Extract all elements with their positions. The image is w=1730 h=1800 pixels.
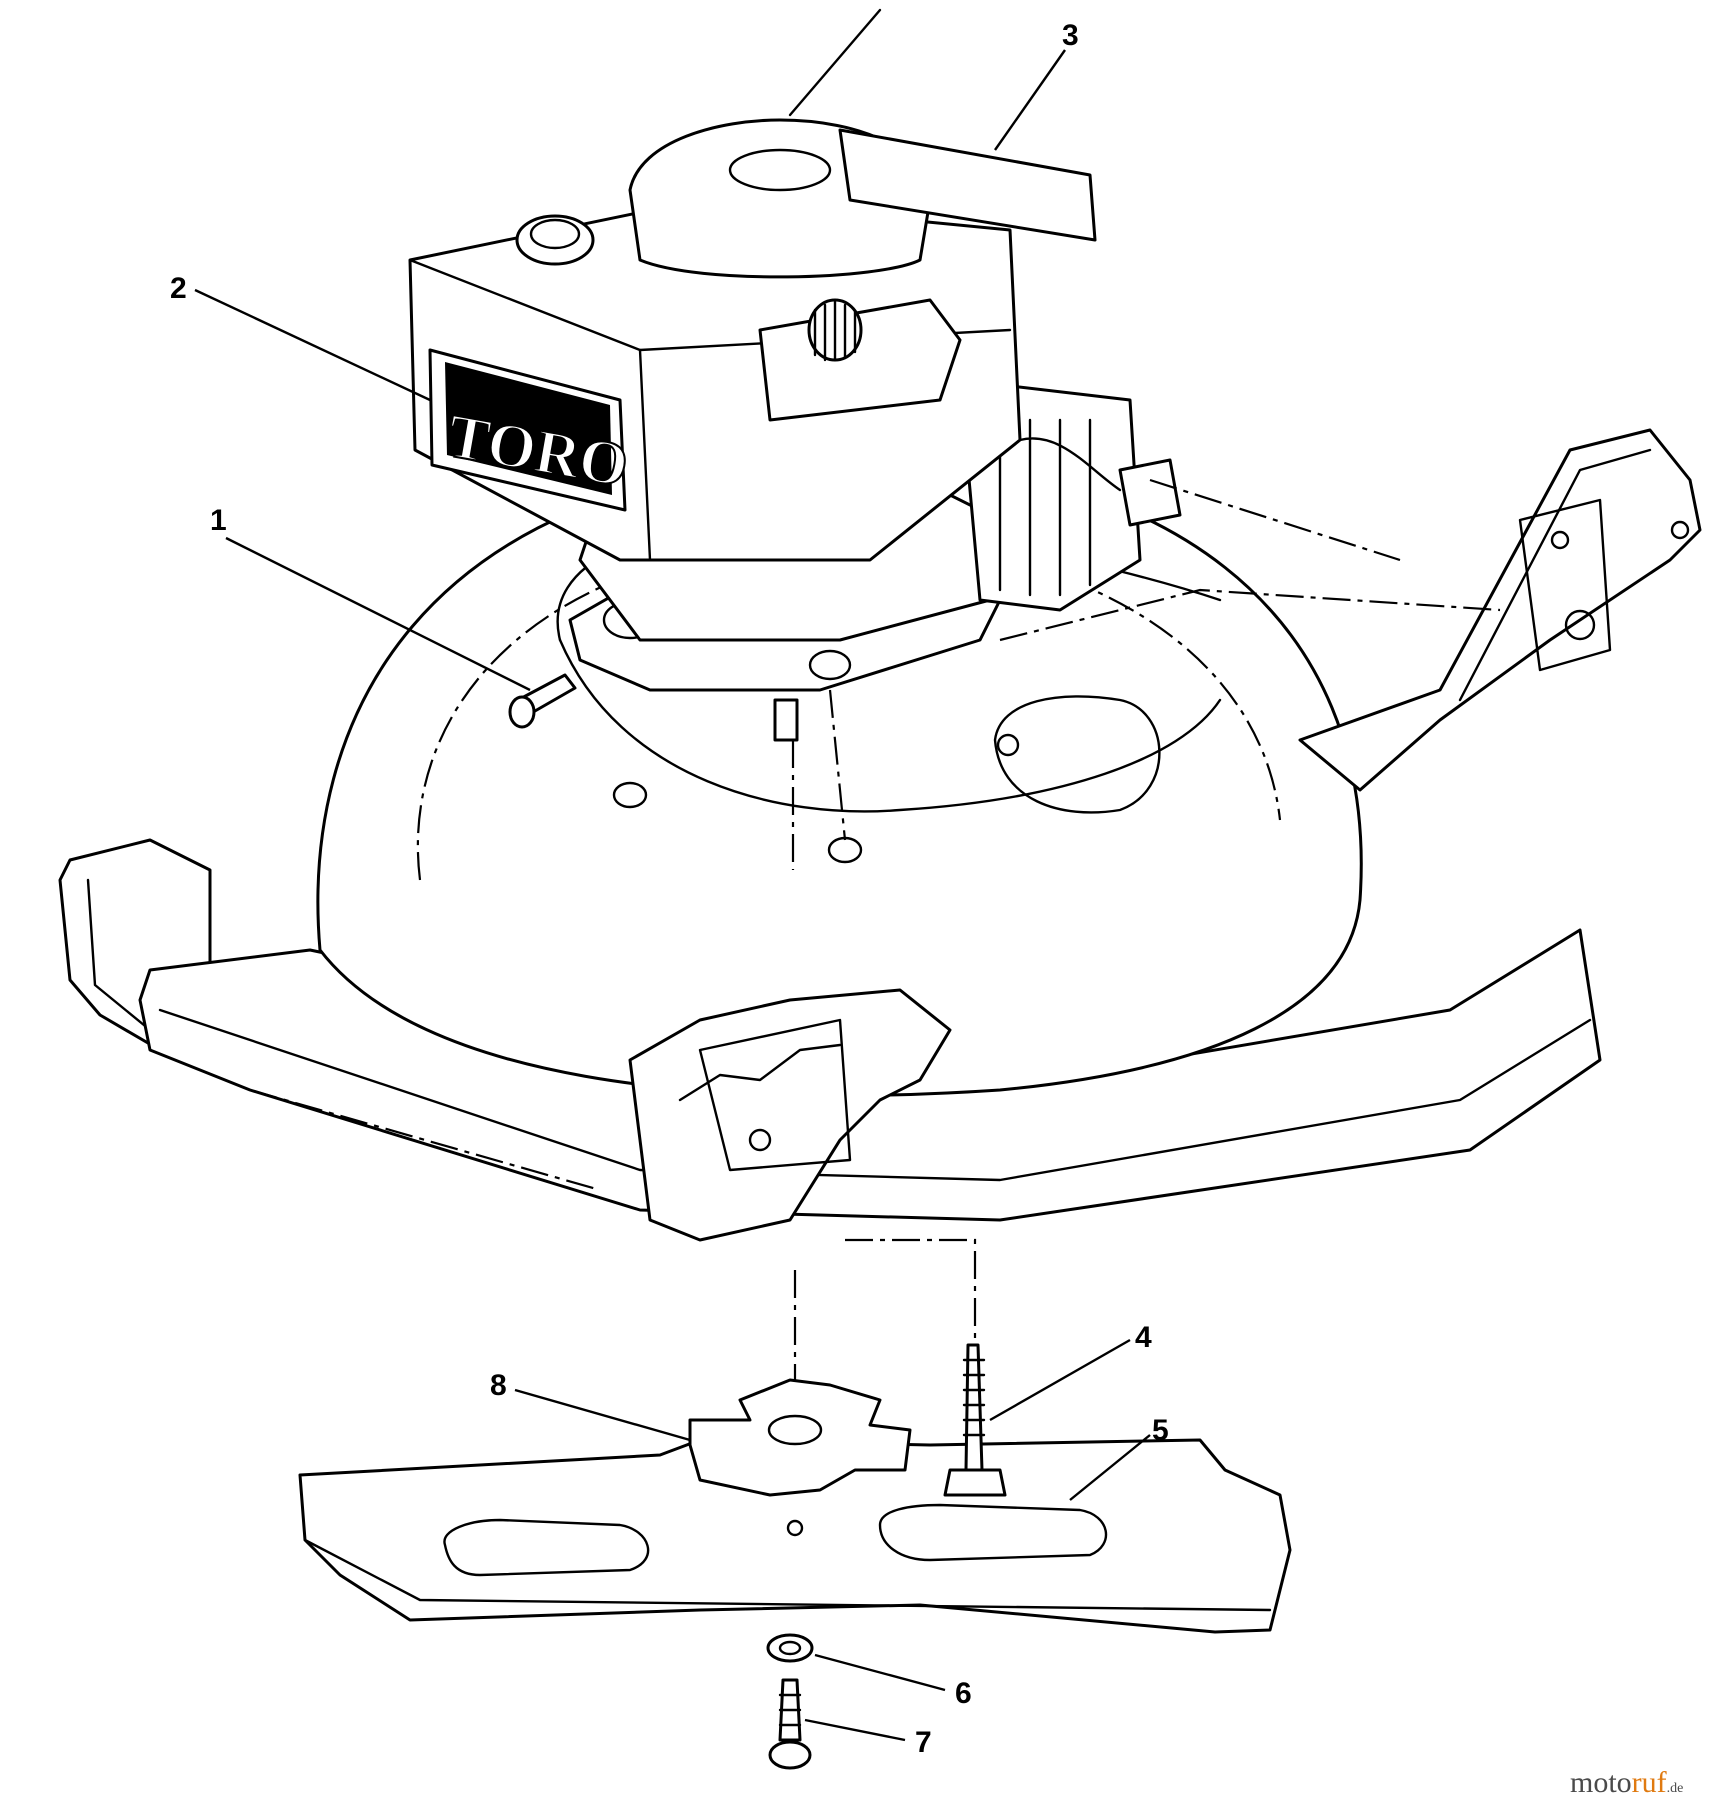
assembly-centerlines: [249, 478, 1501, 1380]
leader-4: [989, 1338, 1131, 1422]
leader-2: [194, 288, 431, 402]
blade-assembly: [298, 1343, 1292, 1770]
leader-8: [514, 1388, 691, 1442]
leader-1: [225, 536, 531, 692]
watermark-text: motoruf.de: [1570, 1766, 1683, 1799]
callout-2: 2: [170, 272, 187, 305]
callout-1: 1: [210, 504, 227, 537]
callout-6: 6: [955, 1677, 972, 1710]
leader-6: [814, 1653, 946, 1692]
callout-8: 8: [490, 1369, 507, 1402]
callout-leaders: [194, 49, 1151, 1742]
callout-4: 4: [1135, 1321, 1152, 1354]
watermark: motoruf.de: [1570, 1766, 1683, 1799]
callout-5: 5: [1152, 1414, 1169, 1447]
callout-numbers: 1 2 3 4 5 6 7 8: [170, 19, 1169, 1759]
leader-5: [1069, 1434, 1151, 1501]
leader-3: [994, 49, 1066, 151]
engine-assembly: TORO: [408, 8, 1182, 742]
callout-7: 7: [915, 1726, 932, 1759]
leader-7: [804, 1718, 906, 1742]
callout-3: 3: [1062, 19, 1079, 52]
